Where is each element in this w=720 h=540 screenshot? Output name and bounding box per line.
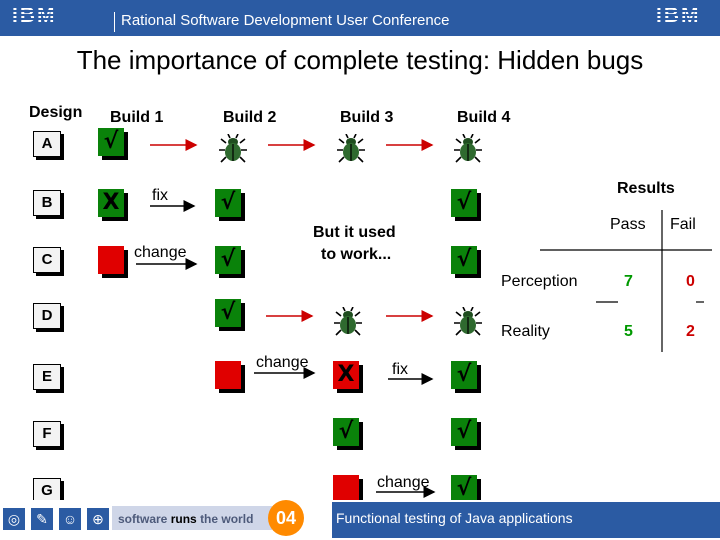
results-col-fail: Fail — [670, 216, 696, 233]
status-pass-b-build4: √ — [451, 189, 477, 217]
status-pass-c-build2: √ — [215, 246, 241, 274]
status-pass-c-build4: √ — [451, 246, 477, 274]
world-icon: ⊕ — [86, 507, 110, 531]
slogan-band — [112, 506, 272, 530]
status-changed-g-build3 — [333, 475, 359, 503]
status-pass-f-build3: √ — [333, 418, 359, 446]
results-row-reality: Reality — [501, 323, 550, 340]
results-perception-pass: 7 — [624, 273, 633, 290]
row-label-d: D — [33, 303, 61, 329]
status-pass-f-build4: √ — [451, 418, 477, 446]
annotation-fix-b: fix — [152, 187, 168, 204]
column-header-build-1: Build 1 — [110, 109, 164, 126]
column-header-build-2: Build 2 — [223, 109, 277, 126]
header-bar — [0, 0, 720, 36]
results-perception-fail: 0 — [686, 273, 695, 290]
conference-name: Rational Software Development User Confe… — [121, 12, 450, 29]
annotation-but-it-used: But it used — [313, 224, 396, 241]
status-fail-e-build3: X — [333, 361, 359, 389]
footer-slogan: software runs the world — [118, 512, 254, 526]
status-changed-e-build2 — [215, 361, 241, 389]
results-col-pass: Pass — [610, 216, 646, 233]
status-pass-g-build4: √ — [451, 475, 477, 503]
ibm-logo-right: IBM — [656, 4, 701, 27]
people-icon: ☺ — [58, 507, 82, 531]
status-changed-c-build1 — [98, 246, 124, 274]
footer-course-title: Functional testing of Java applications — [336, 510, 573, 526]
row-label-c: C — [33, 247, 61, 273]
ibm-logo-left: IBM — [12, 4, 57, 27]
column-header-build-3: Build 3 — [340, 109, 394, 126]
column-header-build-4: Build 4 — [457, 109, 511, 126]
header-separator — [114, 12, 115, 32]
column-header-design: Design — [29, 104, 83, 121]
bug-icon — [454, 134, 482, 163]
status-pass-e-build4: √ — [451, 361, 477, 389]
footer-course-band — [332, 502, 720, 538]
status-pass-a-build1: √ — [98, 128, 124, 156]
annotation-fix-e: fix — [392, 361, 408, 378]
year-badge: 04 — [268, 500, 304, 536]
row-label-f: F — [33, 421, 61, 447]
globe-icon: ◎ — [2, 507, 26, 531]
annotation-change-c: change — [134, 244, 187, 261]
bug-icon — [454, 307, 482, 336]
results-reality-fail: 2 — [686, 323, 695, 340]
annotation-to-work: to work... — [321, 246, 392, 263]
status-pass-d-build2: √ — [215, 299, 241, 327]
annotation-change-e: change — [256, 354, 309, 371]
results-reality-pass: 5 — [624, 323, 633, 340]
status-fail-b-build1: X — [98, 189, 124, 217]
tools-icon: ✎ — [30, 507, 54, 531]
results-row-perception: Perception — [501, 273, 578, 290]
bug-icon — [219, 134, 247, 163]
status-pass-b-build2: √ — [215, 189, 241, 217]
bug-icon — [337, 134, 365, 163]
row-label-a: A — [33, 131, 61, 157]
bug-icon — [334, 307, 362, 336]
row-label-e: E — [33, 364, 61, 390]
results-title: Results — [617, 180, 675, 197]
row-label-g: G — [33, 478, 61, 504]
annotation-change-g: change — [377, 474, 430, 491]
slide-title: The importance of complete testing: Hidd… — [76, 45, 644, 75]
row-label-b: B — [33, 190, 61, 216]
